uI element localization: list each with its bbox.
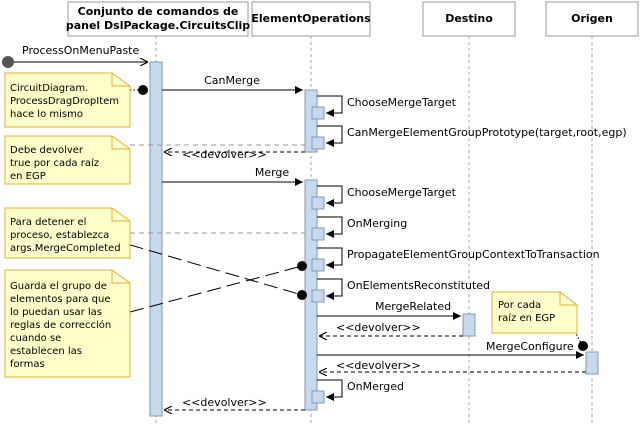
note-save-group-line7: formas xyxy=(10,359,45,370)
note-save-group: Guarda el grupo de elementos para que lo… xyxy=(4,269,131,378)
choose-merge-target-1-label: ChooseMergeTarget xyxy=(347,96,457,109)
note-return-true: Debe devolver true por cada raíz en EGP xyxy=(4,135,131,185)
choose-merge-target-2-label: ChooseMergeTarget xyxy=(347,186,457,199)
note-stop-process-line3: args.MergeCompleted xyxy=(10,243,121,254)
note-stop-process-line2: proceso, establezca xyxy=(10,230,109,241)
message-merge-configure: MergeConfigure xyxy=(317,340,584,359)
note-per-root: Por cada raíz en EGP xyxy=(491,291,578,334)
message-return-destino: <<devolver>> xyxy=(319,321,463,336)
self-call-onmerging xyxy=(317,216,343,238)
activation-self-3 xyxy=(311,196,325,210)
activation-self-2 xyxy=(311,136,325,150)
connector-save-group xyxy=(129,265,303,313)
message-merge: Merge xyxy=(162,166,303,186)
self-call-onmerged xyxy=(317,379,343,401)
anchor-dot-3 xyxy=(297,290,307,300)
note-return-true-line1: Debe devolver xyxy=(10,145,84,156)
note-return-true-line2: true por cada raíz xyxy=(10,157,99,169)
activation-self-1 xyxy=(311,106,325,120)
activation-origen xyxy=(585,351,599,375)
message-can-merge: CanMerge xyxy=(162,74,303,94)
anchor-dot-2 xyxy=(297,261,307,271)
self-call-choose-1 xyxy=(317,95,343,117)
message-return-final: <<devolver>> xyxy=(164,396,305,410)
activation-self-5 xyxy=(311,258,325,272)
return-1-label: <<devolver>> xyxy=(182,148,267,161)
note-return-true-line3: en EGP xyxy=(10,171,46,182)
note-per-root-line2: raíz en EGP xyxy=(498,312,555,324)
on-merged-label: OnMerged xyxy=(347,380,404,393)
lifeline-origen-label: Origen xyxy=(571,12,613,25)
note-per-root-line1: Por cada xyxy=(498,300,541,311)
merge-configure-label: MergeConfigure xyxy=(486,340,574,353)
merge-related-label: MergeRelated xyxy=(375,300,451,313)
on-merging-label: OnMerging xyxy=(347,217,407,230)
note-save-group-line5: cuando se xyxy=(10,333,61,344)
anchor-dot-4 xyxy=(578,341,588,351)
note-process-drag-drop-line2: ProcessDragDropItem xyxy=(10,96,119,107)
lifeline-elementoperations-label: ElementOperations xyxy=(251,12,371,25)
activation-self-4 xyxy=(311,227,325,241)
note-process-drag-drop-line3: hace lo mismo xyxy=(10,109,83,120)
activation-self-7 xyxy=(311,390,325,404)
lifeline-header-commandset: Conjunto de comandos de panel DslPackage… xyxy=(66,1,250,37)
lifeline-header-destino: Destino xyxy=(422,1,516,37)
note-anchor-dots xyxy=(138,85,588,351)
can-merge-label: CanMerge xyxy=(204,74,260,87)
self-call-propagate xyxy=(317,247,343,269)
return-destino-label: <<devolver>> xyxy=(336,321,421,334)
lifeline-header-elementoperations: ElementOperations xyxy=(251,1,371,37)
lifeline-destino-label: Destino xyxy=(445,12,493,25)
note-save-group-line6: establecen las xyxy=(10,346,82,357)
anchor-dot-1 xyxy=(138,85,148,95)
message-merge-related: MergeRelated xyxy=(317,300,461,320)
activations xyxy=(149,61,599,417)
lifeline-commandset-line2: panel DslPackage.CircuitsClip xyxy=(66,19,250,32)
note-save-group-line1: Guarda el grupo de xyxy=(10,281,107,292)
note-process-drag-drop-line1: CircuitDiagram. xyxy=(10,83,88,94)
message-return-origen: <<devolver>> xyxy=(319,359,586,372)
self-call-choose-2 xyxy=(317,185,343,207)
on-elements-reconstituted-label: OnElementsReconstituted xyxy=(347,279,490,292)
note-save-group-line4: reglas de corrección xyxy=(10,319,111,331)
self-calls xyxy=(317,95,343,401)
merge-label: Merge xyxy=(255,166,290,179)
activation-commandset xyxy=(149,61,163,417)
note-save-group-line2: elementos para que xyxy=(10,294,110,305)
note-process-drag-drop: CircuitDiagram. ProcessDragDropItem hace… xyxy=(4,72,131,128)
return-final-label: <<devolver>> xyxy=(182,396,267,409)
note-save-group-line3: lo puedan usar las xyxy=(10,307,102,318)
note-stop-process-line1: Para detener el xyxy=(10,217,86,228)
return-origen-label: <<devolver>> xyxy=(336,359,421,372)
activation-self-6 xyxy=(311,289,325,303)
propagate-label: PropagateElementGroupContextToTransactio… xyxy=(347,248,600,261)
can-merge-prototype-label: CanMergeElementGroupPrototype(target,roo… xyxy=(347,126,627,139)
start-point xyxy=(2,56,14,68)
lifeline-header-origen: Origen xyxy=(545,1,639,37)
self-call-canmergeprototype xyxy=(317,125,343,147)
message-return-1: <<devolver>> xyxy=(164,148,305,161)
note-stop-process: Para detener el proceso, establezca args… xyxy=(4,207,131,259)
lifeline-commandset-line1: Conjunto de comandos de xyxy=(78,5,239,18)
process-on-menu-paste-label: ProcessOnMenuPaste xyxy=(22,44,139,57)
self-call-reconstituted xyxy=(317,278,343,300)
message-process-on-menu-paste: ProcessOnMenuPaste xyxy=(2,44,148,68)
activation-destino xyxy=(462,313,476,337)
